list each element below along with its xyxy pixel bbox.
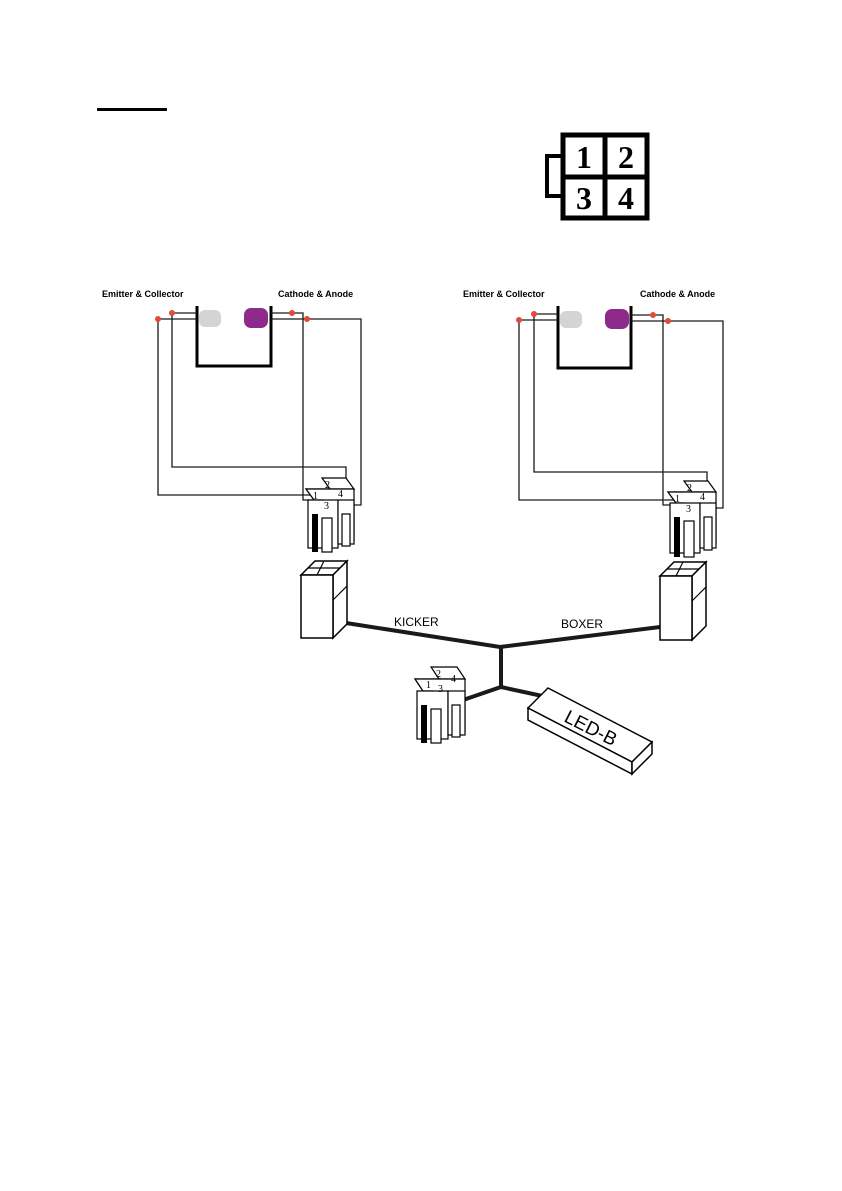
right-pin-4: 4 xyxy=(700,492,705,503)
right-small-connector: 2 4 1 3 xyxy=(668,481,716,557)
left-solder-dot xyxy=(169,310,175,316)
led-b-module: LED-B xyxy=(528,688,652,774)
right-emitter-label: Emitter & Collector xyxy=(463,289,545,299)
hub-pin-2: 2 xyxy=(436,669,441,680)
hub-pin-3: 3 xyxy=(438,684,443,695)
right-solder-dot xyxy=(665,318,671,324)
right-pin-3: 3 xyxy=(686,504,691,515)
left-pin-2: 2 xyxy=(325,480,330,491)
right-solder-dot xyxy=(650,312,656,318)
left-sensor: Emitter & Collector Cathode & Anode xyxy=(102,289,361,552)
left-small-connector: 2 4 1 3 xyxy=(306,478,354,552)
right-purple-led-icon xyxy=(605,309,629,329)
kicker-label: KICKER xyxy=(394,615,439,629)
right-wires xyxy=(519,314,723,508)
right-cathode-label: Cathode & Anode xyxy=(640,289,715,299)
left-pin-1: 1 xyxy=(313,491,318,502)
left-solder-dot xyxy=(304,316,310,322)
left-solder-dot xyxy=(155,316,161,322)
kicker-block-connector xyxy=(301,561,347,638)
right-solder-dot xyxy=(516,317,522,323)
hub-small-connector: 2 4 1 3 xyxy=(415,667,465,743)
right-solder-dot xyxy=(531,311,537,317)
right-pin-2: 2 xyxy=(687,483,692,494)
left-purple-led-icon xyxy=(244,308,268,328)
left-ir-led-icon xyxy=(199,310,221,327)
hub-pin-1: 1 xyxy=(426,680,431,691)
boxer-label: BOXER xyxy=(561,617,603,631)
right-pin-1: 1 xyxy=(675,494,680,505)
left-emitter-label: Emitter & Collector xyxy=(102,289,184,299)
harness-cables xyxy=(346,623,660,699)
left-cathode-label: Cathode & Anode xyxy=(278,289,353,299)
left-pin-4: 4 xyxy=(338,489,343,500)
left-wires xyxy=(158,313,361,505)
boxer-block-connector xyxy=(660,562,706,640)
right-ir-led-icon xyxy=(560,311,582,328)
hub-pin-4: 4 xyxy=(451,674,456,685)
left-solder-dot xyxy=(289,310,295,316)
right-sensor: Emitter & Collector Cathode & Anode xyxy=(463,289,723,557)
left-pin-3: 3 xyxy=(324,501,329,512)
